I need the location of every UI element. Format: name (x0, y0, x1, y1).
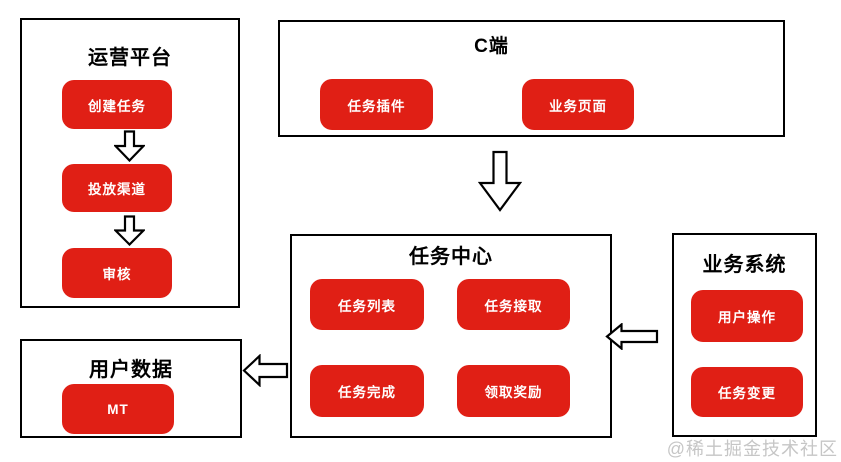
node-task-change: 任务变更 (691, 367, 803, 417)
node-user-operation: 用户操作 (691, 290, 803, 342)
node-task-accept: 任务接取 (457, 279, 570, 330)
c-end-title: C端 (474, 36, 509, 57)
operations-platform-title: 运营平台 (88, 47, 172, 69)
task-center-box: 任务中心 任务列表 任务接取 任务完成 领取奖励 (290, 234, 612, 438)
user-data-box: 用户数据 MT (20, 339, 242, 438)
node-task-list: 任务列表 (310, 279, 424, 330)
node-mt: MT (62, 384, 174, 434)
down-arrow-icon (114, 130, 145, 162)
task-center-title: 任务中心 (409, 246, 493, 268)
node-business-page: 业务页面 (522, 79, 634, 130)
node-task-plugin: 任务插件 (320, 79, 433, 130)
left-arrow-icon (242, 354, 289, 387)
user-data-title: 用户数据 (89, 359, 173, 381)
c-end-box: C端 任务插件 业务页面 (278, 20, 785, 137)
node-claim-reward: 领取奖励 (457, 365, 570, 417)
node-distribution-channel: 投放渠道 (62, 164, 172, 212)
business-system-box: 业务系统 用户操作 任务变更 (672, 233, 817, 437)
down-arrow-icon (114, 215, 145, 246)
watermark-text: @稀土掘金技术社区 (666, 439, 838, 459)
node-review: 审核 (62, 248, 172, 298)
down-arrow-icon (478, 150, 522, 212)
node-task-complete: 任务完成 (310, 365, 424, 417)
left-arrow-icon (605, 323, 659, 350)
business-system-title: 业务系统 (702, 254, 787, 276)
node-create-task: 创建任务 (62, 80, 172, 129)
operations-platform-box: 运营平台 创建任务 投放渠道 审核 (20, 18, 240, 308)
